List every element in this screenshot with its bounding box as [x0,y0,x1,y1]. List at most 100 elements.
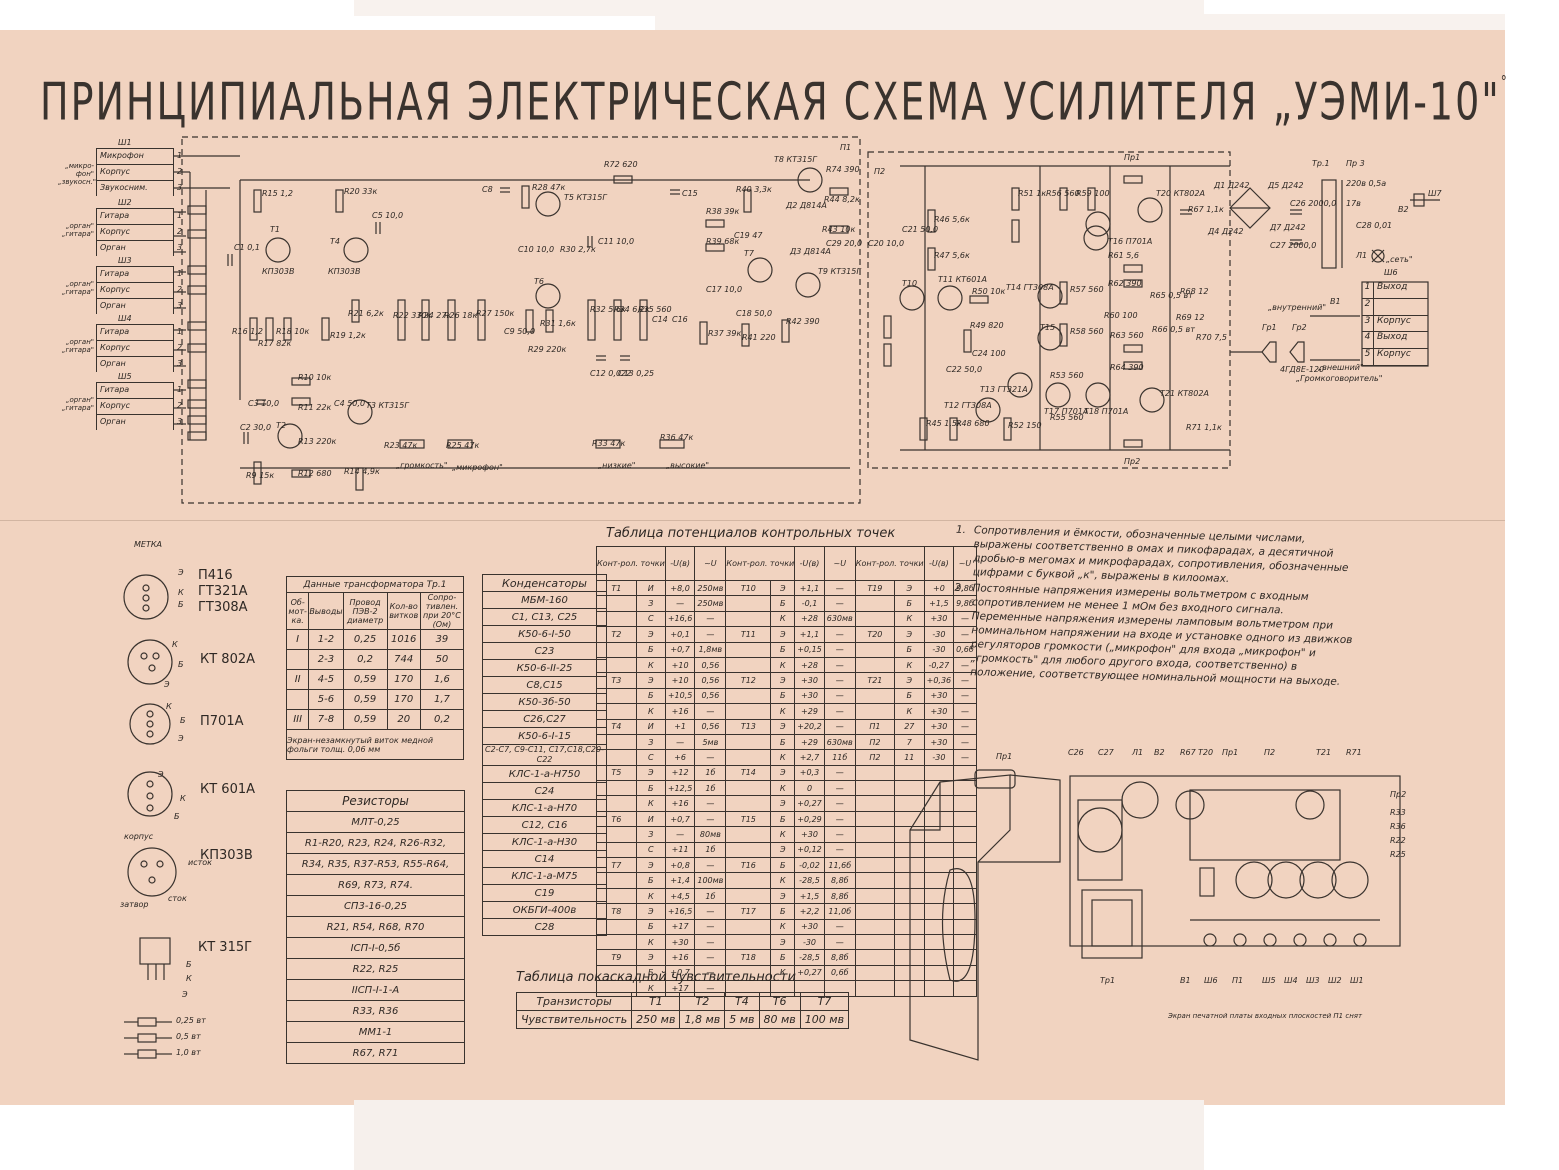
svg-text:„низкие": „низкие" [598,461,635,470]
svg-text:T21 КТ802А: T21 КТ802А [1160,389,1209,398]
svg-text:T18 П701А: T18 П701А [1084,407,1128,416]
svg-text:R46 5,6к: R46 5,6к [934,215,970,224]
svg-text:R50 10к: R50 10к [972,287,1005,296]
svg-text:T13 ГТ321А: T13 ГТ321А [980,385,1028,394]
T16-symbol [1083,225,1109,251]
pinout-drawings [123,574,177,1059]
svg-text:C1 0,1: C1 0,1 [234,243,260,252]
potentials-header: Конт-рол. точки [725,546,796,581]
svg-text:Л1: Л1 [1355,251,1367,260]
pinout-name: КТ 802А [200,652,256,667]
scan-edge-top-2 [655,14,1505,34]
assembly-label-top: В2 [1154,748,1165,757]
table-row: Б+17—К+30— [596,918,977,935]
T21-symbol [1139,387,1165,413]
svg-text:R38 39к: R38 39к [706,207,739,216]
pin-label: Э [164,680,170,689]
scan-edge-bottom [354,1100,1204,1170]
connector-label: Ш4 [118,314,132,323]
side-label-line: „орган" [65,338,94,346]
table-cell: 11 [893,749,925,766]
connector-side-label: „орган"„гитара" [58,396,94,412]
output-pin-number: 4 [1362,332,1374,349]
sensitivity-header: T2 [679,992,726,1011]
table-cell: R67, R71 [286,1042,465,1064]
svg-text:C29 20,0: C29 20,0 [826,239,862,248]
T3-symbol [347,399,373,425]
side-label-line: „гитара" [61,230,94,238]
svg-text:R74 390: R74 390 [826,165,860,174]
sensitivity-header: T4 [724,992,760,1011]
svg-text:T7: T7 [744,249,755,258]
side-label-line: „гитара" [61,346,94,354]
connector-label: Ш5 [118,372,132,381]
svg-text:R35 560: R35 560 [638,305,672,314]
side-label-line: фон" [75,170,94,178]
side-label-line: „гитара" [61,404,94,412]
assembly-label-bottom: Ш3 [1306,976,1320,985]
pin-label: К [172,640,178,649]
table-cell [953,980,977,997]
input-resistors [187,205,207,441]
cabinet-outline [909,774,1011,1061]
pinout-name: П416 ГТ321А ГТ308А [198,568,248,615]
svg-text:R22 330к: R22 330к [393,311,432,320]
svg-text:C13 0,25: C13 0,25 [618,369,654,378]
table-cell: II [285,669,310,690]
svg-text:R18 10к: R18 10к [276,327,309,336]
svg-text:C17 10,0: C17 10,0 [706,285,742,294]
svg-text:C8: C8 [482,185,493,194]
svg-text:П2: П2 [874,167,885,176]
connector-side-label: „орган"„гитара" [58,222,94,238]
output-pin-name: Выход [1377,282,1408,292]
svg-text:R34 6,2к: R34 6,2к [614,305,650,314]
T8-symbol [797,167,823,193]
pin-label: Б [180,716,186,725]
svg-text:T5 КТ315Г: T5 КТ315Г [564,193,607,202]
pin-label: Э [182,990,188,999]
svg-text:Д3 Д814А: Д3 Д814А [789,247,831,256]
svg-text:R58 560: R58 560 [1070,327,1104,336]
svg-text:Гр1: Гр1 [1262,323,1277,332]
T18-symbol [1085,382,1111,408]
table-cell: 0,56 [694,656,727,674]
svg-text:17в: 17в [1346,199,1361,208]
pin-number: 2 [177,401,183,410]
T13-symbol [1007,372,1033,398]
assembly-label-bottom: Ш1 [1350,976,1364,985]
svg-text:T11 КТ601А: T11 КТ601А [938,275,987,284]
svg-text:R60 100: R60 100 [1104,311,1138,320]
pin-label: сток [168,894,187,903]
pinout-top-label: МЕТКА [134,540,162,549]
pin-label: Э [178,734,184,743]
pinout-top-label: корпус [124,832,154,841]
side-label-line: „гитара" [61,288,94,296]
svg-text:R47 5,6к: R47 5,6к [934,251,970,260]
connector-side-label: „орган"„гитара" [58,338,94,354]
handle [974,769,1016,789]
svg-text:C24 100: C24 100 [972,349,1006,358]
table-cell: 250мв [694,595,727,612]
svg-text:R44 8,2к: R44 8,2к [824,195,860,204]
pinout-name: КТ 315Г [198,940,253,955]
pin-label: Э [178,568,184,577]
input-wiring [174,155,240,440]
svg-text:T3 КТ315Г: T3 КТ315Г [366,401,409,410]
svg-text:R16 1,2: R16 1,2 [232,327,263,336]
sensitivity-value: 250 мв [631,1010,681,1029]
power-supply [1229,179,1440,269]
svg-text:Д2 Д814А: Д2 Д814А [785,201,827,210]
pin-number: 2 [177,167,183,176]
